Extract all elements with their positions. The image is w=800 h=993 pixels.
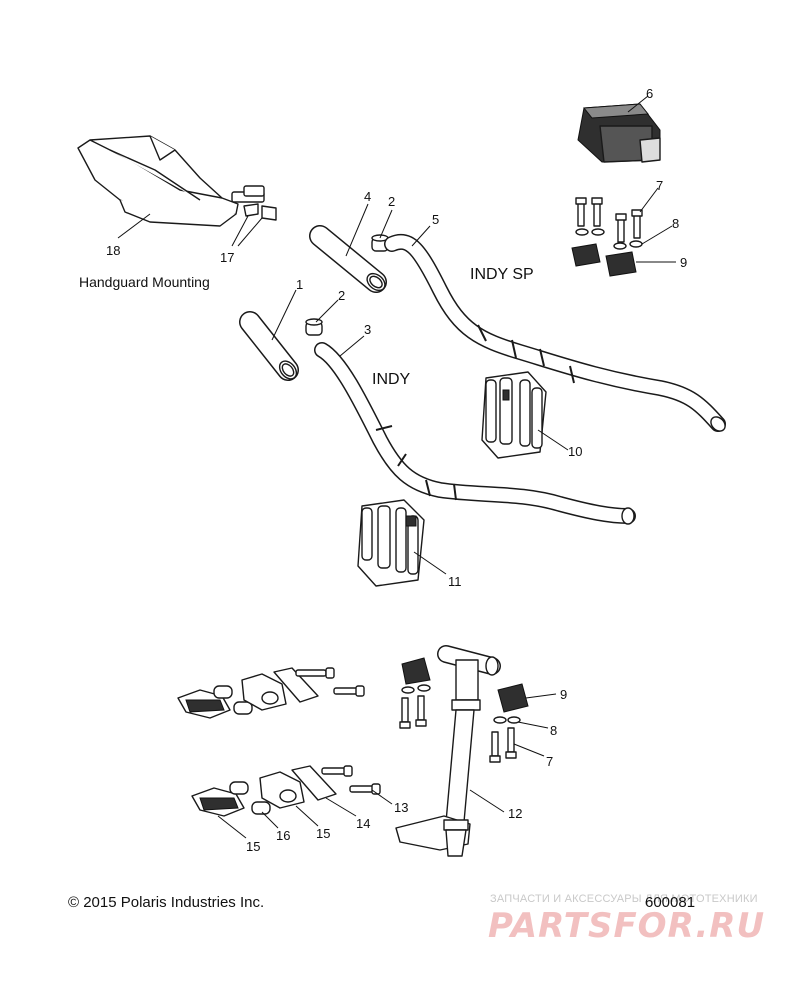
callout-7-lower: 7 — [546, 754, 553, 769]
clamp-block-10 — [481, 371, 547, 459]
callout-3: 3 — [364, 322, 371, 337]
clamp-block-11 — [357, 499, 425, 587]
copyright-text: © 2015 Polaris Industries Inc. — [68, 894, 265, 911]
callout-18: 18 — [106, 243, 120, 258]
callout-12: 12 — [508, 806, 522, 821]
callout-17: 17 — [220, 250, 234, 265]
indy-label: INDY — [372, 371, 411, 388]
callout-10: 10 — [568, 444, 582, 459]
callout-15-right: 15 — [316, 826, 330, 841]
callout-2-lower: 2 — [338, 288, 345, 303]
watermark-tagline: ЗАПЧАСТИ И АКСЕССУАРЫ ДЛЯ МОТОТЕХНИКИ — [490, 893, 758, 905]
handguard-part — [77, 135, 265, 227]
callout-13: 13 — [394, 800, 408, 815]
callout-4: 4 — [364, 189, 371, 204]
handguard-clips — [243, 203, 277, 221]
grip-tube-4 — [309, 225, 387, 293]
mount-assembly-upper — [177, 667, 365, 719]
callout-1: 1 — [296, 277, 303, 292]
callout-9-upper: 9 — [680, 255, 687, 270]
callout-16: 16 — [276, 828, 290, 843]
riser-post-12 — [395, 645, 501, 857]
mount-assembly-lower — [191, 765, 381, 817]
callout-11: 11 — [448, 574, 462, 589]
callout-5: 5 — [432, 212, 439, 227]
callout-9-lower: 9 — [560, 687, 567, 702]
handlebar-indy — [314, 342, 636, 525]
grip-tube-1 — [239, 311, 299, 381]
callout-2-upper: 2 — [388, 194, 395, 209]
callout-7-upper: 7 — [656, 178, 663, 193]
clamps-lower-left — [399, 657, 431, 729]
callout-14: 14 — [356, 816, 370, 831]
clamps-lower-right — [489, 683, 529, 763]
clamp-bolts-upper — [575, 197, 643, 243]
callout-8-lower: 8 — [550, 723, 557, 738]
handlebar-indy-sp — [384, 233, 726, 432]
watermark-logo: PARTSFOR.RU — [488, 906, 766, 946]
bushing-2-lower — [305, 318, 323, 336]
diagram-part-number: 600081 — [645, 894, 696, 911]
clamps-upper — [571, 243, 637, 277]
callout-8-upper: 8 — [672, 216, 679, 231]
indy-sp-label: INDY SP — [470, 266, 534, 283]
callout-15-left: 15 — [246, 839, 260, 854]
handlebar-cover-6 — [577, 103, 661, 163]
handguard-mounting-label: Handguard Mounting — [79, 274, 210, 290]
callout-6: 6 — [646, 86, 653, 101]
